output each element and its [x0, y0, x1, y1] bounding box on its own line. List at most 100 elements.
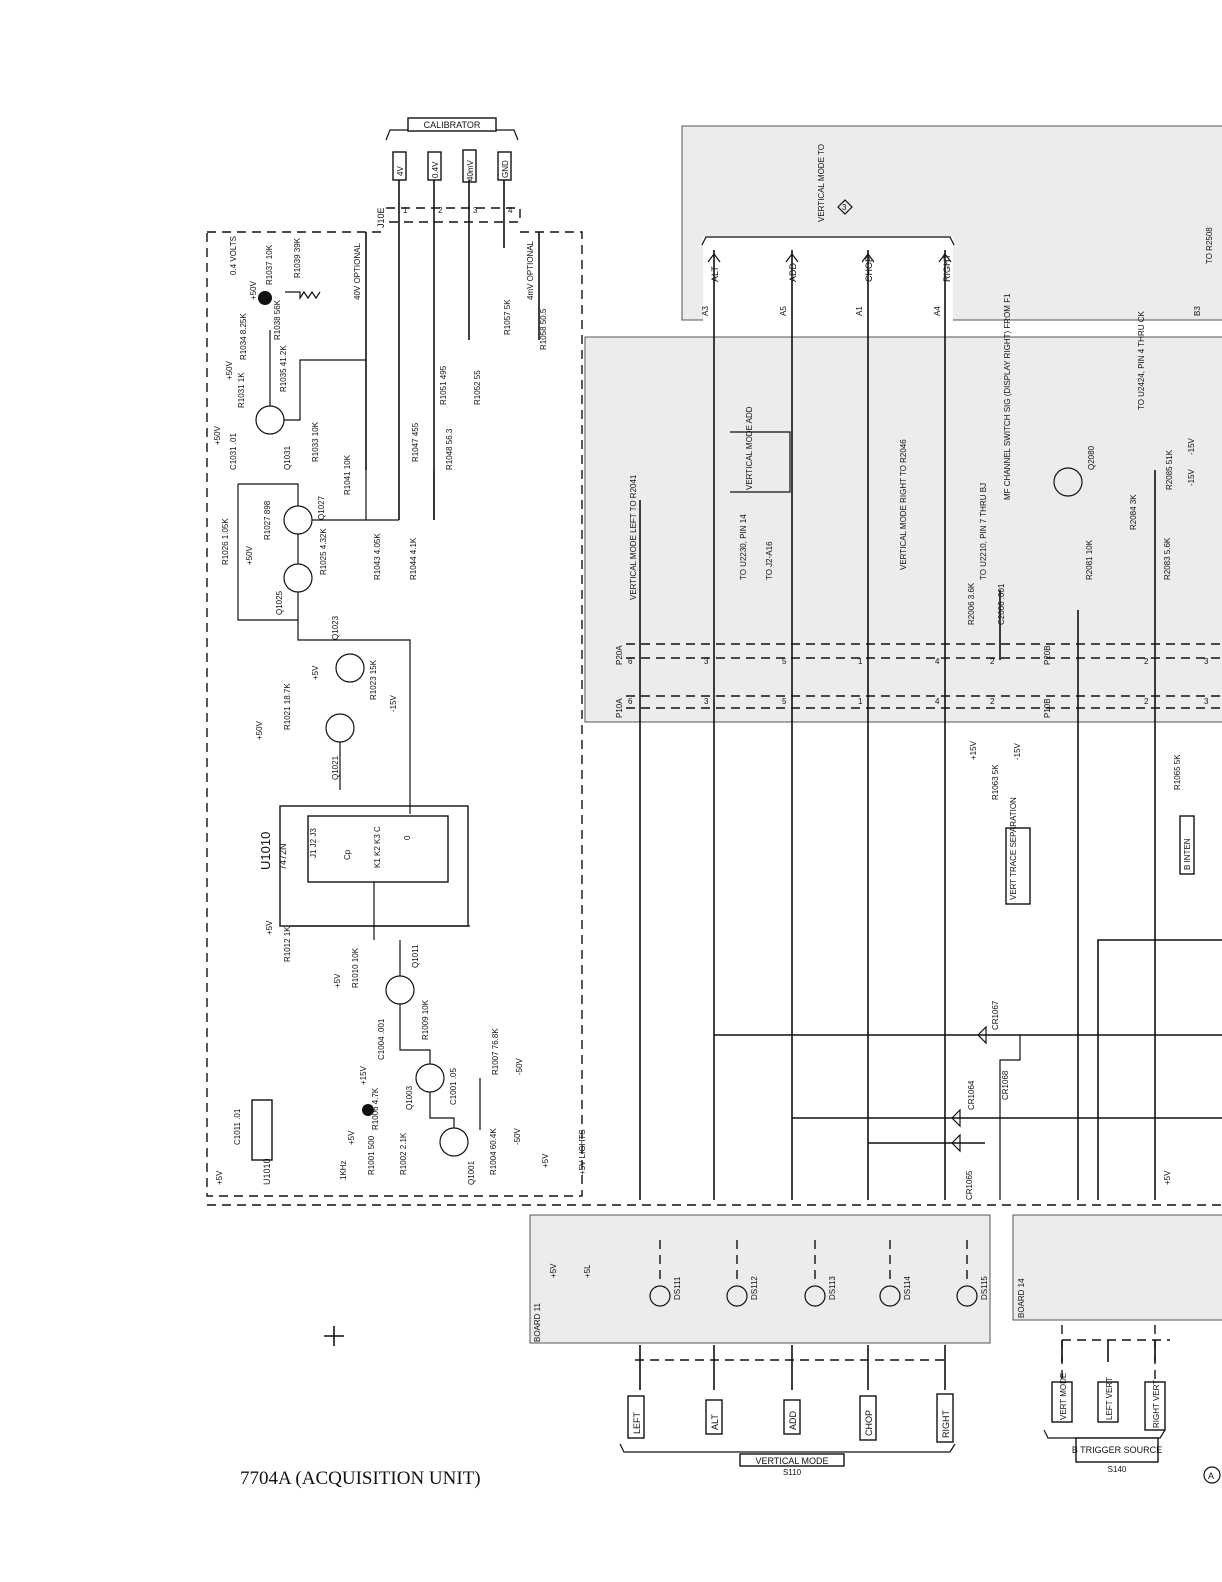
r1021-label: R1021 18.7K	[283, 683, 292, 730]
diode-matrix: CR1067 CR1068 CR1064 CR1065	[714, 939, 1222, 1200]
board-14-outline	[1012, 1214, 1222, 1321]
to-j2-annotation: TO J2-A16	[765, 541, 774, 580]
bus-pin-a1: A1	[855, 306, 864, 316]
connector-p20a: P20A	[615, 645, 624, 665]
r1001-label: R1001 500	[367, 1135, 376, 1175]
c1001-label: C1001 .05	[449, 1068, 458, 1105]
j10e-pin-2: 2	[438, 206, 443, 215]
button-add[interactable]: ADD	[788, 1410, 798, 1430]
q1025-label: Q1025	[275, 590, 284, 615]
to-u2230-annotation: TO U2230, PIN 14	[739, 514, 748, 580]
r1004-label: R1004 60.4K	[489, 1128, 498, 1175]
freq-1khz-label: 1KHz	[339, 1160, 348, 1180]
to-u2424-annotation: TO U2424, PIN 4 THRU CK	[1137, 310, 1146, 410]
button-left[interactable]: LEFT	[632, 1411, 642, 1434]
r2081-label: R2081 10K	[1085, 539, 1094, 580]
r1044-label: R1044 4.1K	[409, 537, 418, 580]
lamp-ds111: DS111	[673, 1276, 682, 1300]
svg-text:4: 4	[935, 697, 940, 706]
vm-right-annotation: VERTICAL MODE RIGHT TO R2046	[899, 439, 908, 570]
interface-annotations: VERTICAL MODE LEFT TO R2041 TO U2230, PI…	[629, 293, 1196, 625]
supply-15v-b: +15V	[969, 740, 978, 760]
q1027-label: Q1027	[317, 495, 326, 520]
svg-text:1: 1	[858, 657, 863, 666]
supply-50v-c: +50V	[213, 425, 222, 445]
cr1067-label: CR1067	[991, 1000, 1000, 1030]
switch-s110: S110	[783, 1468, 802, 1477]
svg-text:J1 J2 J3: J1 J2 J3	[309, 828, 318, 858]
svg-text:2: 2	[1144, 697, 1149, 706]
u1010-part: 7472N	[278, 843, 288, 870]
q1003-label: Q1003	[405, 1085, 414, 1110]
vertical-mode-switch-label: VERTICAL MODE	[755, 1456, 828, 1466]
bus-pin-b3: B3	[1193, 306, 1202, 316]
r1047-label: R1047 455	[411, 422, 420, 462]
r1025-label: R1025 4.32K	[319, 528, 328, 575]
svg-text:3: 3	[704, 697, 709, 706]
switch-s140: S140	[1108, 1465, 1127, 1474]
r2006-label: R2006 3.6K	[967, 582, 976, 625]
supply-5v-g: +5V	[549, 1263, 558, 1278]
opt-4mv-label: 4mV OPTIONAL	[526, 240, 535, 300]
vertical-mode-to-label: VERTICAL MODE TO	[817, 144, 826, 222]
r1058-label: R1058 50.5	[539, 308, 548, 350]
svg-text:0: 0	[403, 835, 412, 840]
cal-output-40mv: 40mV	[466, 159, 475, 181]
cr1068-label: CR1068	[1001, 1070, 1010, 1100]
u1010-ref: U1010	[258, 832, 273, 870]
bus-pin-a4: A4	[933, 306, 942, 316]
calibrator-output-network: 0.4 VOLTS +50V R1037 10K R1039 39K R1034…	[213, 236, 366, 470]
r1009-label: R1009 10K	[421, 999, 430, 1040]
r1010-label: R1010 10K	[351, 947, 360, 988]
r1012-label: R1012 1K	[283, 926, 292, 962]
supply-5l-a: +5L	[583, 1264, 592, 1278]
oscillator-stage: Q1011 +5V R1010 10K R1009 10K C1004 .001…	[333, 940, 524, 1185]
lamp-ds115: DS115	[980, 1276, 989, 1300]
b-trigger-source-label: B TRIGGER SOURCE	[1072, 1445, 1162, 1455]
volts-04-label: 0.4 VOLTS	[229, 236, 238, 275]
button-left-vert[interactable]: LEFT VERT	[1105, 1377, 1114, 1420]
supply-5v-f: +5V	[541, 1153, 550, 1168]
to-u2210-annotation: TO U2210, PIN 7 THRU BJ	[979, 483, 988, 580]
supply-neg15v-b: -15V	[1187, 468, 1196, 486]
supply-neg15v-c: -15V	[1187, 437, 1196, 455]
button-chop[interactable]: CHOP	[864, 1410, 874, 1436]
r2084-label: R2084 3K	[1129, 494, 1138, 530]
supply-5v-lights: +5V LIGHTS	[578, 1129, 587, 1175]
c1011-label: C1011 .01	[233, 1108, 242, 1145]
button-right-vert[interactable]: RIGHT VERT	[1152, 1380, 1161, 1428]
board-11: BOARD 11 +5V +5L DS111 DS112 DS113 DS114…	[533, 1240, 989, 1390]
q2080-label: Q2080	[1087, 445, 1096, 470]
svg-text:5: 5	[782, 697, 787, 706]
svg-text:6: 6	[628, 657, 633, 666]
trace-separation-block: +15V -15V R1063 5K VERT TRACE SEPARATION…	[969, 740, 1195, 905]
svg-text:3: 3	[1204, 657, 1209, 666]
cr1065-label: CR1065	[965, 1170, 974, 1200]
supply-5v-a: +5V	[311, 665, 320, 680]
bus-label-right: RIGHT	[942, 254, 952, 283]
calibrator-driver-stage: Q1027 R1026 1.05K +50V R1027 898 Q1025 R…	[221, 299, 548, 790]
bus-pin-a5: A5	[779, 306, 788, 316]
r1057-label: R1057 5K	[503, 299, 512, 335]
vert-trace-sep-label: VERT TRACE SEPARATION	[1009, 797, 1018, 900]
r1051-label: R1051 495	[439, 365, 448, 405]
svg-text:3: 3	[704, 657, 709, 666]
supply-5v-d: +5V	[347, 1130, 356, 1145]
connector-p20b: P20B	[1043, 645, 1052, 665]
cal-output-4v: 4V	[396, 166, 405, 176]
bus-label-chop: CHOP	[864, 256, 874, 282]
board-11-label: BOARD 11	[533, 1302, 542, 1342]
r2085-label: R2085 51K	[1165, 449, 1174, 490]
svg-text:2: 2	[990, 657, 995, 666]
button-vert-mode[interactable]: VERT MODE	[1059, 1373, 1068, 1420]
board-11-outline	[529, 1214, 991, 1344]
vertical-mode-ref: 3	[842, 203, 847, 212]
supply-50v-b: +50V	[225, 360, 234, 380]
c1031-label: C1031 .01	[229, 433, 238, 470]
svg-text:Cp: Cp	[343, 849, 352, 860]
c2006-label: C2006 .001	[997, 583, 1006, 625]
button-alt[interactable]: ALT	[710, 1414, 720, 1430]
button-right[interactable]: RIGHT	[941, 1410, 951, 1439]
vm-add-annotation: VERTICAL MODE ADD	[745, 406, 754, 490]
supply-5v-b: +5V	[265, 920, 274, 935]
